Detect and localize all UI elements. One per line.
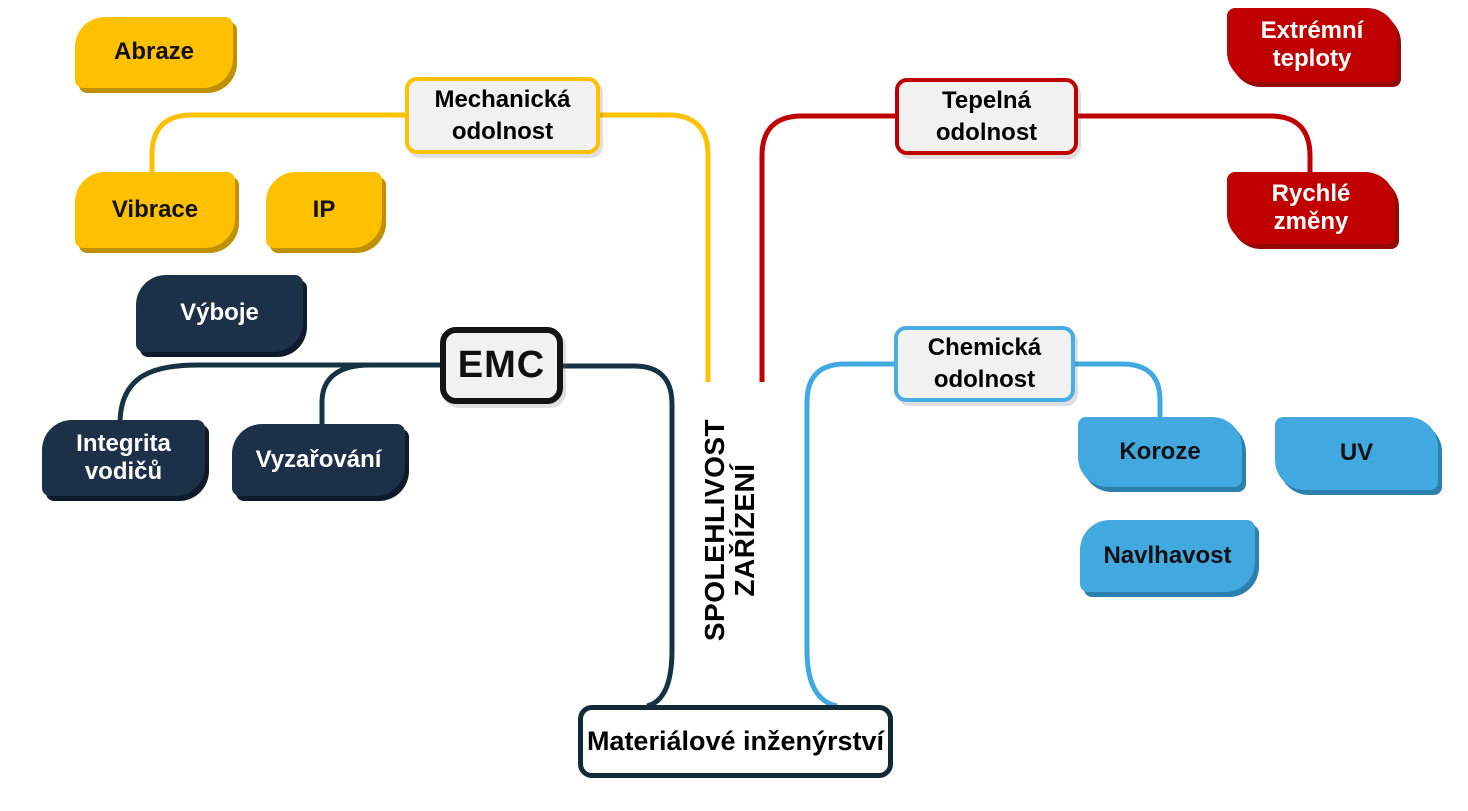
connector-chemicka-to-materialove: [804, 361, 894, 709]
leaf-extremni-teploty: Extrémní teploty: [1227, 8, 1397, 82]
leaf-vibrace: Vibrace: [75, 172, 235, 248]
branch-label-mechanicka-odolnost: Mechanická odolnost: [405, 77, 600, 154]
leaf-navlhavost: Navlhavost: [1080, 520, 1255, 592]
foundation-node-materialove-inzenyrstvi: Materiálové inženýrství: [578, 705, 893, 778]
leaf-vyzarovani: Vyzařování: [232, 424, 405, 496]
leaf-ip: IP: [266, 172, 382, 248]
connector-mechanicka-to-center: [600, 112, 711, 382]
connector-tepelna-to-rychle-zmeny: [1078, 113, 1313, 174]
connector-tepelna-to-center: [759, 113, 895, 382]
leaf-koroze: Koroze: [1078, 417, 1242, 487]
leaf-abraze: Abraze: [75, 17, 233, 88]
connector-emc-to-vyzarovani: [319, 362, 371, 425]
connector-emc-to-integrita: [117, 362, 440, 425]
central-topic-title: SPOLEHLIVOST ZAŘÍZENÍ: [699, 418, 760, 642]
leaf-vyboje: Výboje: [136, 275, 303, 352]
connector-chemicka-to-koroze: [1075, 361, 1163, 417]
connector-mechanicka-to-vibrace: [149, 112, 405, 172]
leaf-integrita-vodicu: Integrita vodičů: [42, 420, 205, 496]
connector-emc-to-materialove: [563, 363, 675, 709]
leaf-rychle-zmeny: Rychlé změny: [1227, 172, 1395, 244]
branch-label-tepelna-odolnost: Tepelná odolnost: [895, 78, 1078, 155]
branch-label-chemicka-odolnost: Chemická odolnost: [894, 326, 1075, 402]
leaf-uv: UV: [1275, 417, 1438, 490]
branch-label-emc: EMC: [440, 327, 563, 404]
